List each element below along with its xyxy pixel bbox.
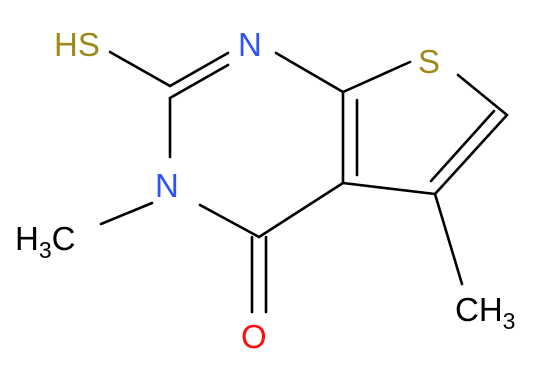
bond-sh-c2: [108, 50, 172, 88]
n-methyl-c: C: [52, 220, 76, 257]
n-methyl-h: H: [15, 220, 39, 257]
bond-c2-n1-second: [168, 63, 230, 100]
s-ring-label: S: [418, 43, 440, 80]
sh-label: HS: [54, 26, 100, 63]
bond-n3-methyl: [99, 201, 154, 226]
n1-label: N: [238, 26, 262, 63]
c-methyl-ch: CH: [455, 291, 503, 328]
n3-label: N: [155, 167, 179, 204]
bond-c5-methyl: [433, 192, 464, 286]
bonds: [99, 50, 509, 314]
bond-c2-n1: [168, 51, 230, 88]
n-methyl-subscript: 3: [39, 237, 52, 263]
bond-c6-c5: [433, 113, 509, 196]
bond-n1-c7a: [274, 51, 345, 94]
bond-c4-n3: [198, 203, 261, 239]
bond-c7a-s: [341, 60, 412, 94]
bond-c5-c4a: [341, 181, 437, 196]
c-methyl-label: CH3: [455, 291, 515, 334]
bond-c6-c5-second: [429, 109, 496, 183]
n-methyl-label: H3C: [15, 220, 75, 263]
bond-c4a-c4: [257, 181, 345, 239]
o-label: O: [241, 318, 267, 355]
bond-s-c6: [456, 73, 509, 117]
c-methyl-subscript: 3: [503, 308, 516, 334]
